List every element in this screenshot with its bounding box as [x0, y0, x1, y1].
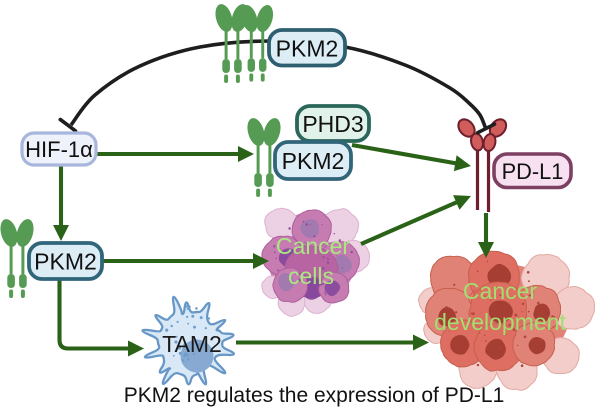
svg-text:PKM2: PKM2 [34, 249, 97, 275]
svg-text:PKM2: PKM2 [276, 35, 339, 61]
svg-text:Cancer: Cancer [463, 278, 537, 304]
svg-text:cells: cells [288, 263, 334, 289]
svg-text:PD-L1: PD-L1 [502, 159, 564, 184]
svg-text:PKM2: PKM2 [282, 148, 345, 174]
svg-text:TAM2: TAM2 [162, 331, 222, 357]
svg-text:development: development [434, 309, 566, 335]
svg-text:HIF-1α: HIF-1α [25, 137, 93, 162]
svg-text:PKM2 regulates the expression: PKM2 regulates the expression of PD-L1 [124, 384, 505, 407]
svg-text:Cancer: Cancer [276, 233, 350, 259]
svg-text:PHD3: PHD3 [302, 111, 363, 137]
